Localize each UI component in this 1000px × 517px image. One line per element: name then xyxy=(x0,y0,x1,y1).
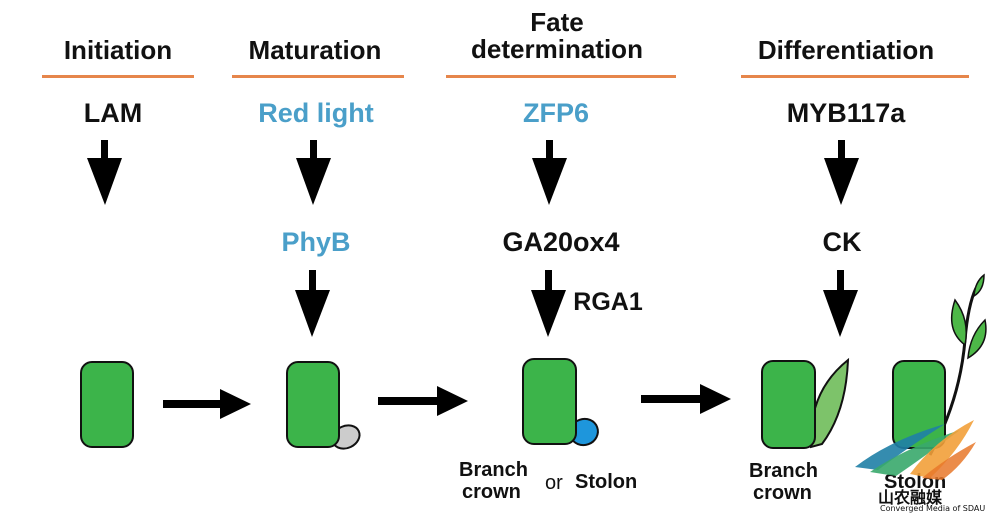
fate-or-label: or xyxy=(545,472,563,494)
right-arrow-1 xyxy=(163,389,251,419)
cell-fate xyxy=(522,358,577,445)
regulator-zfp6: ZFP6 xyxy=(522,98,590,128)
cell-differentiation-branch xyxy=(761,360,816,449)
stage-underline-fate xyxy=(446,75,676,78)
stage-underline-initiation xyxy=(42,75,194,78)
stage-title-fate-line2: determination xyxy=(471,34,643,64)
right-arrow-3 xyxy=(641,384,731,414)
fate-branch-label-line2: crown xyxy=(462,481,521,503)
stage-title-initiation: Initiation xyxy=(63,35,173,65)
down-arrow-fate-2 xyxy=(531,270,566,337)
stage-underline-differentiation xyxy=(741,75,969,78)
regulator-rga1: RGA1 xyxy=(573,288,643,316)
stage-title-fate-line1: Fate xyxy=(530,7,584,37)
diff-branch-label-line1: Branch xyxy=(749,460,818,482)
cell-differentiation-stolon xyxy=(892,360,946,449)
logo-name-cn: 山农融媒 xyxy=(878,488,943,507)
stage-title-maturation: Maturation xyxy=(248,35,382,65)
logo-name-en: Converged Media of SDAU xyxy=(880,504,986,513)
cell-maturation xyxy=(286,361,340,448)
fate-branch-label-line1: Branch xyxy=(459,459,528,481)
stage-title-differentiation: Differentiation xyxy=(757,35,935,65)
fate-stolon-label: Stolon xyxy=(575,471,638,493)
regulator-lam: LAM xyxy=(83,98,143,128)
regulator-phyb: PhyB xyxy=(281,227,351,257)
right-arrow-2 xyxy=(378,386,468,416)
regulator-myb117a: MYB117a xyxy=(786,98,906,128)
regulator-ck: CK xyxy=(822,227,862,257)
down-arrow-differentiation-2 xyxy=(823,270,858,337)
down-arrow-differentiation-1 xyxy=(824,140,859,205)
cell-initiation xyxy=(80,361,134,448)
down-arrow-maturation-2 xyxy=(295,270,330,337)
leaf xyxy=(809,357,850,449)
down-arrow-fate-1 xyxy=(532,140,567,205)
regulator-red-light: Red light xyxy=(258,98,374,128)
regulator-ga20ox4: GA20ox4 xyxy=(502,227,620,257)
stage-underline-maturation xyxy=(232,75,404,78)
sdau-logo xyxy=(855,420,976,480)
diff-branch-label-line2: crown xyxy=(753,482,812,504)
down-arrow-maturation-1 xyxy=(296,140,331,205)
down-arrow-initiation xyxy=(87,140,122,205)
